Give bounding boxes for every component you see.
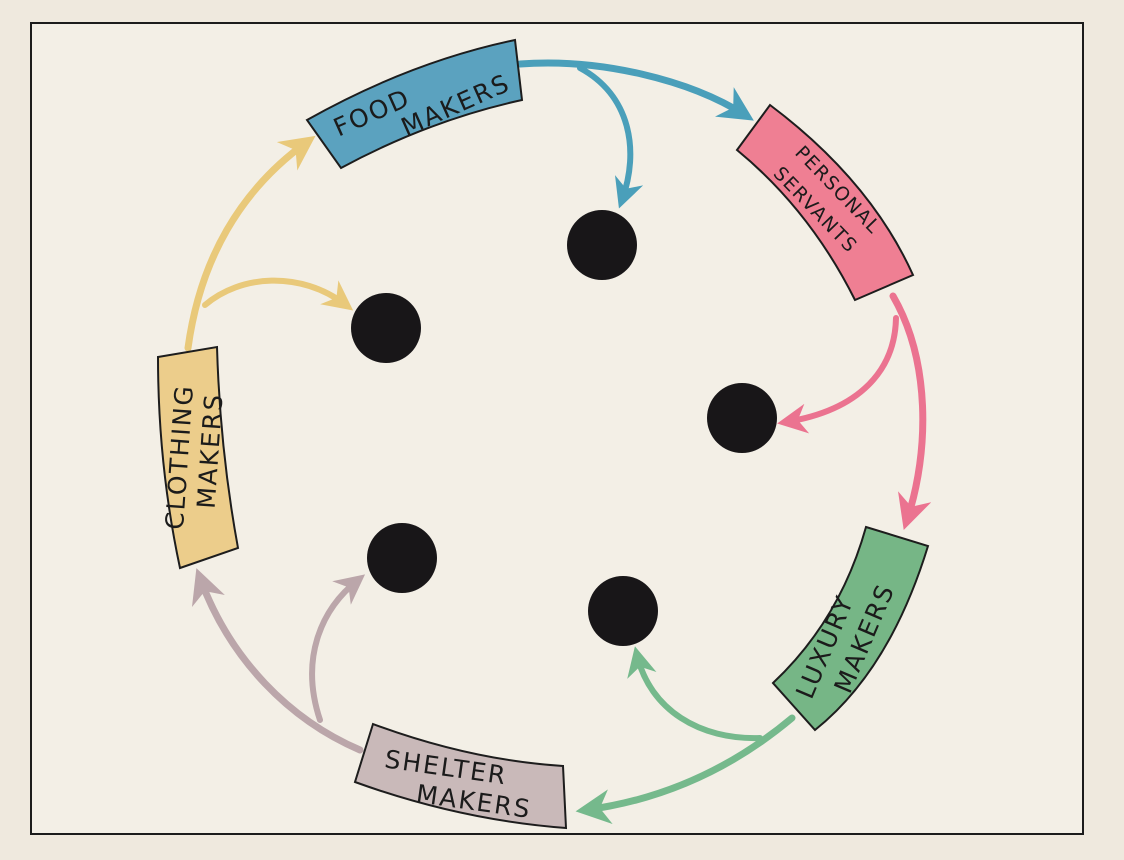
arrow-shelter-to-clothing — [191, 568, 364, 754]
arrow-luxury-to-shelter — [575, 714, 796, 825]
consumer-dot-1 — [567, 210, 637, 280]
arrow-shelter-to-dot — [309, 574, 366, 723]
consumer-dot-4 — [367, 523, 437, 593]
arrow-food-to-servants — [516, 59, 754, 121]
clothing-makers-box: CLOTHING MAKERS — [156, 345, 240, 570]
consumer-dot-5 — [588, 576, 658, 646]
arrow-servants-to-dot — [777, 315, 899, 434]
arrow-clothing-to-dot — [202, 277, 354, 311]
arrow-food-to-dot — [577, 65, 644, 209]
consumer-dot-3 — [707, 383, 777, 453]
arrow-luxury-to-dot — [627, 646, 763, 742]
arrow-clothing-to-food — [184, 135, 316, 352]
arrow-servants-to-luxury — [889, 292, 932, 530]
consumer-dot-2 — [351, 293, 421, 363]
